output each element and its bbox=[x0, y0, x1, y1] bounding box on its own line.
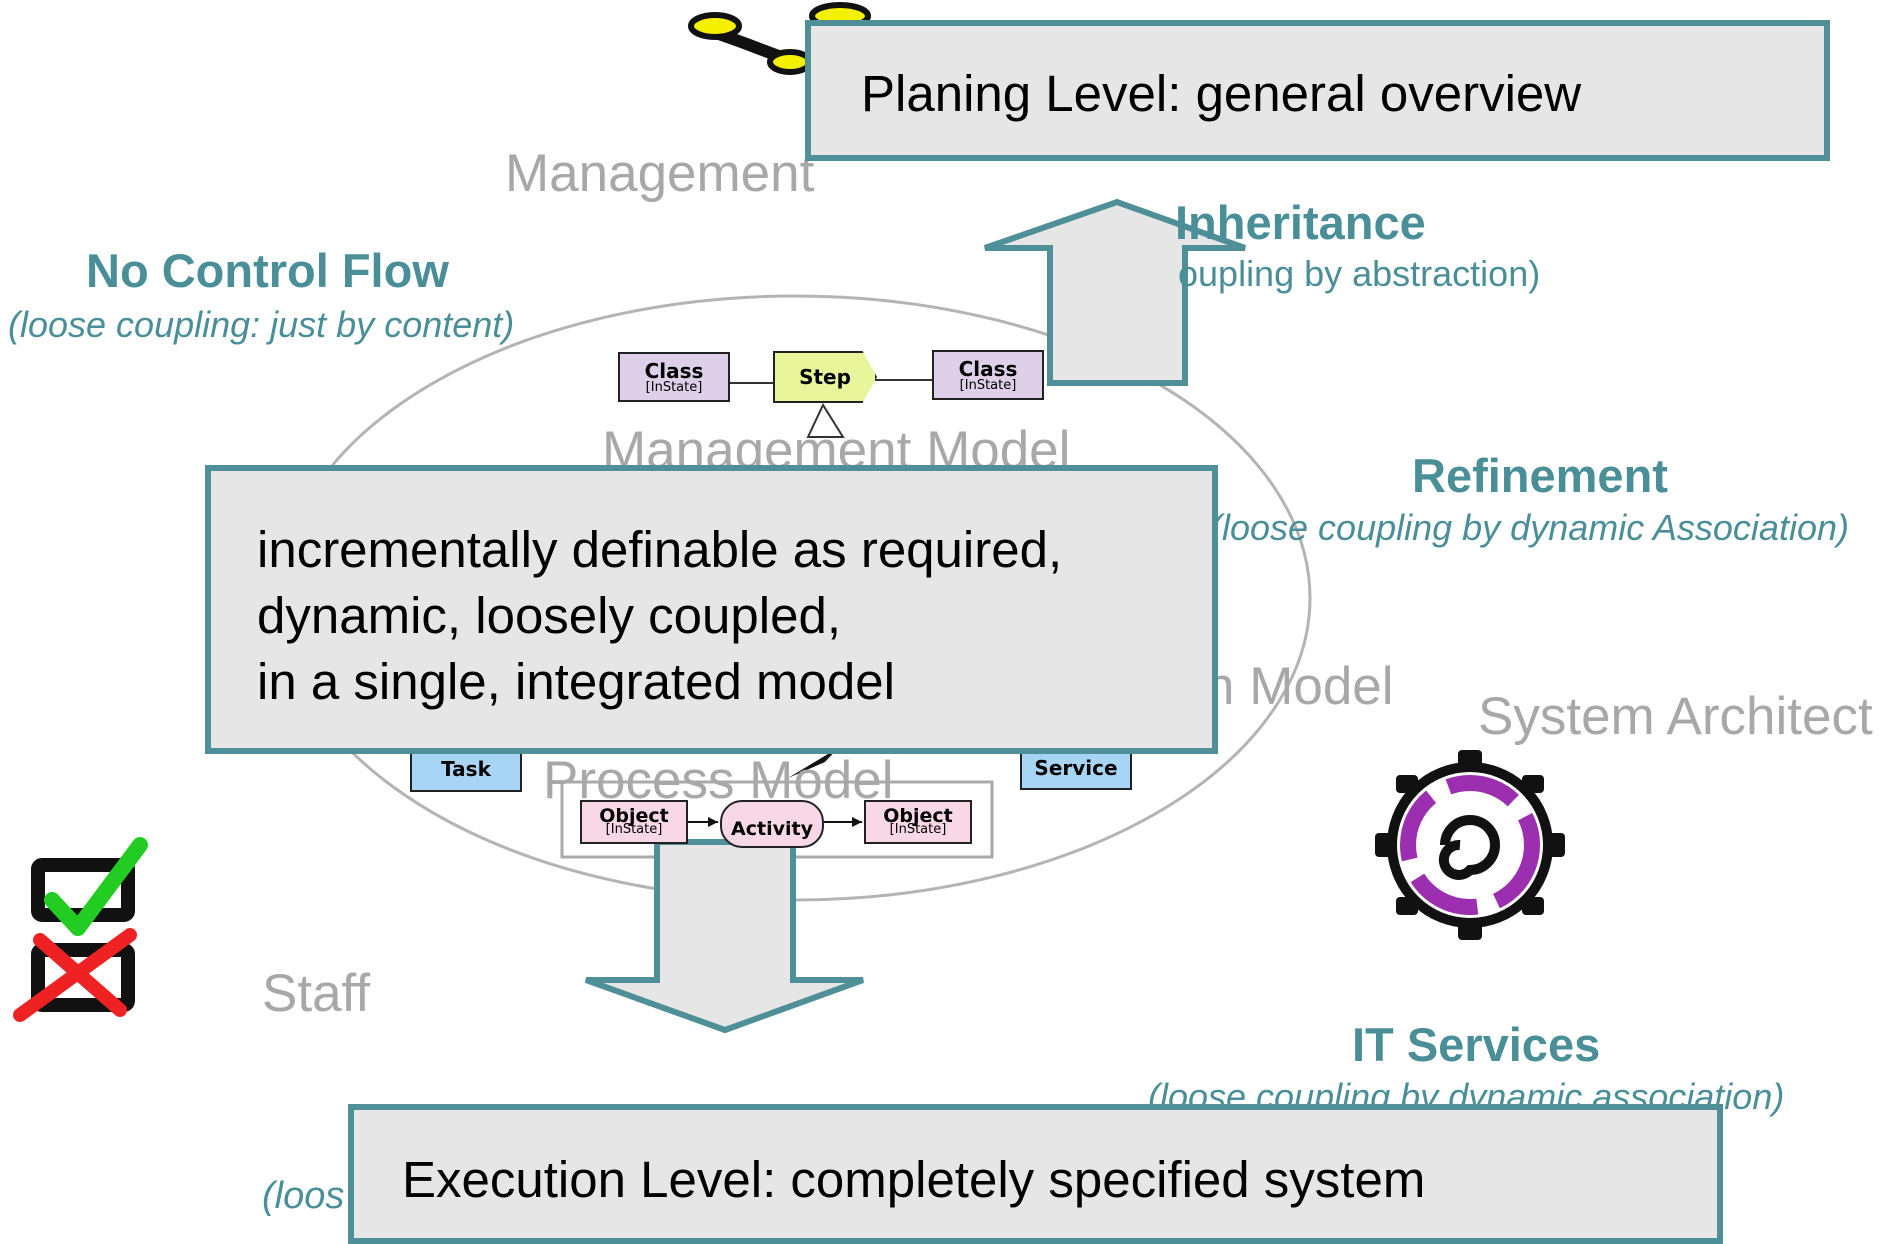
object-node-left-label: Object bbox=[599, 805, 669, 827]
bottom-partial-note: (loos bbox=[262, 1175, 345, 1217]
object-node-right: Object [InState] bbox=[864, 800, 972, 844]
execution-level-text: Execution Level: completely specified sy… bbox=[402, 1151, 1426, 1208]
inheritance-heading: Inheritance bbox=[1175, 196, 1426, 249]
callout-pointer bbox=[788, 748, 838, 778]
class-node-right-label: Class bbox=[958, 357, 1018, 381]
step-node: Step bbox=[773, 351, 877, 403]
refinement-note: (loose coupling by dynamic Association) bbox=[1210, 507, 1849, 548]
no-control-flow-note: (loose coupling: just by content) bbox=[8, 304, 515, 345]
down-arrow bbox=[584, 839, 865, 1034]
generalization-arrowhead bbox=[806, 402, 845, 438]
object-node-right-state: [InState] bbox=[889, 822, 947, 837]
center-line-3: in a single, integrated model bbox=[257, 653, 895, 710]
management-label: Management bbox=[505, 144, 815, 203]
class-node-left-label: Class bbox=[644, 359, 704, 383]
service-node-label: Service bbox=[1034, 756, 1118, 780]
class-node-left-state: [InState] bbox=[645, 380, 703, 395]
center-line-1: incrementally definable as required, bbox=[257, 521, 1063, 578]
class-node-right-state: [InState] bbox=[959, 378, 1017, 393]
inheritance-note: oupling by abstraction) bbox=[1178, 253, 1541, 294]
check-cross-icon bbox=[13, 837, 148, 1022]
it-services-heading: IT Services bbox=[1352, 1018, 1601, 1071]
system-architect-label: System Architect bbox=[1478, 687, 1873, 746]
system-model-label: n Model bbox=[1205, 657, 1394, 716]
refinement-heading: Refinement bbox=[1412, 449, 1668, 502]
center-summary-box: incrementally definable as required, dyn… bbox=[205, 465, 1218, 754]
planing-level-box: Planing Level: general overview bbox=[805, 20, 1830, 161]
center-line-2: dynamic, loosely coupled, bbox=[257, 587, 841, 644]
activity-node: Activity bbox=[720, 800, 824, 848]
execution-level-box: Execution Level: completely specified sy… bbox=[348, 1104, 1723, 1244]
purple-gear-icon bbox=[1375, 750, 1565, 940]
class-node-left: Class [InState] bbox=[618, 352, 730, 402]
task-node-label: Task bbox=[441, 757, 491, 781]
up-arrow bbox=[984, 198, 1247, 386]
no-control-flow-heading: No Control Flow bbox=[86, 244, 449, 297]
step-node-label: Step bbox=[799, 365, 851, 389]
staff-label: Staff bbox=[262, 964, 371, 1023]
planing-level-text: Planing Level: general overview bbox=[861, 65, 1582, 122]
activity-node-label: Activity bbox=[731, 818, 813, 840]
object-node-right-label: Object bbox=[883, 805, 953, 827]
class-node-right: Class [InState] bbox=[932, 350, 1044, 400]
object-node-left: Object [InState] bbox=[580, 800, 688, 844]
object-node-left-state: [InState] bbox=[605, 822, 663, 837]
